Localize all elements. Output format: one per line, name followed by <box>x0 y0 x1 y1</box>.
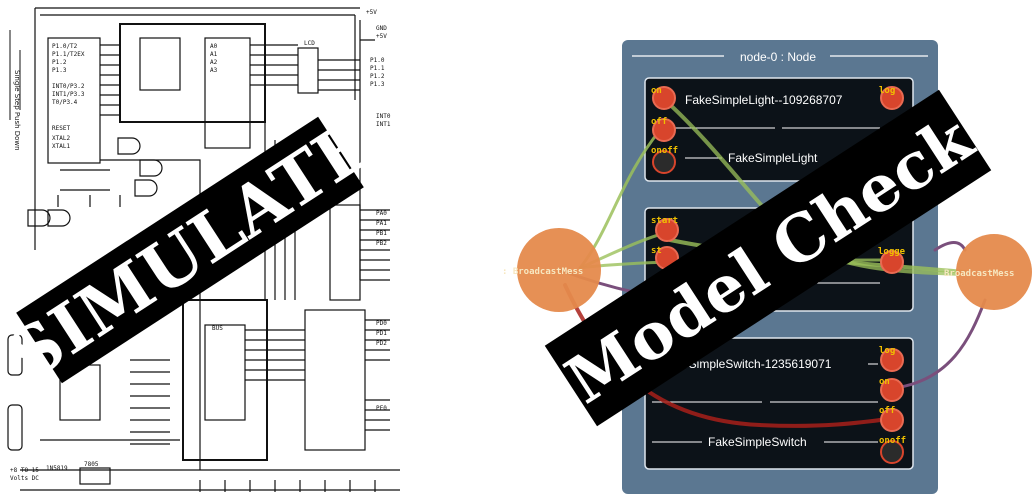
svg-text:P1.3: P1.3 <box>370 81 385 88</box>
port-on-label: on <box>879 377 890 387</box>
chip-2764 <box>204 37 251 149</box>
node-title: node-0 : Node <box>740 50 816 64</box>
component-3-ports: log on off onoff <box>879 346 906 464</box>
component-fake-simple-switch[interactable] <box>644 337 914 470</box>
chip-8052 <box>47 37 101 164</box>
svg-text:+5V: +5V <box>376 33 387 40</box>
port-st-label: st <box>651 246 662 256</box>
svg-text:P1.1/T2EX: P1.1/T2EX <box>52 51 85 58</box>
port-start-label: start <box>651 216 678 226</box>
port-off[interactable] <box>880 408 904 432</box>
circuit-schematic <box>7 7 400 492</box>
svg-text:INT0: INT0 <box>376 113 391 120</box>
port-log[interactable] <box>880 86 904 110</box>
svg-text:XTAL2: XTAL2 <box>52 135 70 142</box>
component-1-footer: FakeSimpleLight <box>728 151 818 165</box>
svg-text:INT1/P3.3: INT1/P3.3 <box>52 91 85 98</box>
svg-text:PD1: PD1 <box>376 330 387 337</box>
svg-text:BUS: BUS <box>212 325 223 332</box>
port-onoff[interactable] <box>880 440 904 464</box>
broadcast-node-right[interactable] <box>956 234 1032 310</box>
svg-text:INT0/P3.2: INT0/P3.2 <box>52 83 85 90</box>
component-3-footer: FakeSimpleSwitch <box>708 435 807 449</box>
port-start[interactable] <box>655 218 679 242</box>
svg-text:P1.2: P1.2 <box>370 73 385 80</box>
svg-text:P1.1: P1.1 <box>370 65 385 72</box>
port-off[interactable] <box>652 118 676 142</box>
port-on[interactable] <box>880 378 904 402</box>
svg-text:+5V: +5V <box>366 9 377 16</box>
port-logge-label: logge <box>878 247 906 257</box>
svg-text:PD2: PD2 <box>376 340 387 347</box>
svg-text:P1.0: P1.0 <box>370 57 385 64</box>
port-log-label: log <box>879 346 895 356</box>
svg-text:1N5819: 1N5819 <box>46 465 68 472</box>
port-logge[interactable] <box>880 250 904 274</box>
port-onoff-label: onoff <box>651 146 678 156</box>
component-1-ports: on off onoff log <box>651 86 904 174</box>
svg-text:A1: A1 <box>210 51 218 58</box>
port-log[interactable] <box>880 348 904 372</box>
chip-74ls373-frame <box>119 23 266 123</box>
svg-text:A0: A0 <box>210 43 218 50</box>
svg-text:PB1: PB1 <box>376 230 387 237</box>
svg-text:LCD: LCD <box>304 40 315 47</box>
broadcast-left-label: : BroadcastMess <box>502 267 583 277</box>
svg-text:RESET: RESET <box>52 125 70 132</box>
port-log-label: log <box>879 86 895 96</box>
svg-text:XTAL1: XTAL1 <box>52 143 70 150</box>
svg-text:PF0: PF0 <box>376 405 387 412</box>
svg-text:A3: A3 <box>210 67 218 74</box>
svg-text:P1.3: P1.3 <box>52 67 67 74</box>
svg-text:+8 TO 15: +8 TO 15 <box>10 467 39 474</box>
svg-text:T0/P3.4: T0/P3.4 <box>52 99 78 106</box>
svg-text:GND: GND <box>376 25 387 32</box>
component-3-title: FakeSimpleSwitch-1235619071 <box>662 357 832 371</box>
component-1-title: FakeSimpleLight--109268707 <box>685 93 843 107</box>
svg-text:7805: 7805 <box>84 461 99 468</box>
svg-text:PB2: PB2 <box>376 240 387 247</box>
svg-text:A2: A2 <box>210 59 218 66</box>
broadcast-right-label: BroadcastMess <box>944 269 1014 279</box>
svg-text:P1.2: P1.2 <box>52 59 67 66</box>
lcd-connector <box>297 47 319 94</box>
svg-text:PD0: PD0 <box>376 320 387 327</box>
port-onoff[interactable] <box>652 150 676 174</box>
svg-text:PA1: PA1 <box>376 220 387 227</box>
port-off-label: off <box>879 406 895 416</box>
side-text: Single Step Push Down <box>13 70 21 151</box>
port-on[interactable] <box>652 86 676 110</box>
port-on-label: on <box>651 86 662 96</box>
broadcast-node-left[interactable] <box>517 228 601 312</box>
svg-text:INT1: INT1 <box>376 121 391 128</box>
port-off-label: off <box>651 117 667 127</box>
port-onoff-label: onoff <box>879 436 906 446</box>
svg-text:PA0: PA0 <box>376 210 387 217</box>
svg-text:Volts DC: Volts DC <box>10 475 39 482</box>
svg-text:P1.0/T2: P1.0/T2 <box>52 43 78 50</box>
